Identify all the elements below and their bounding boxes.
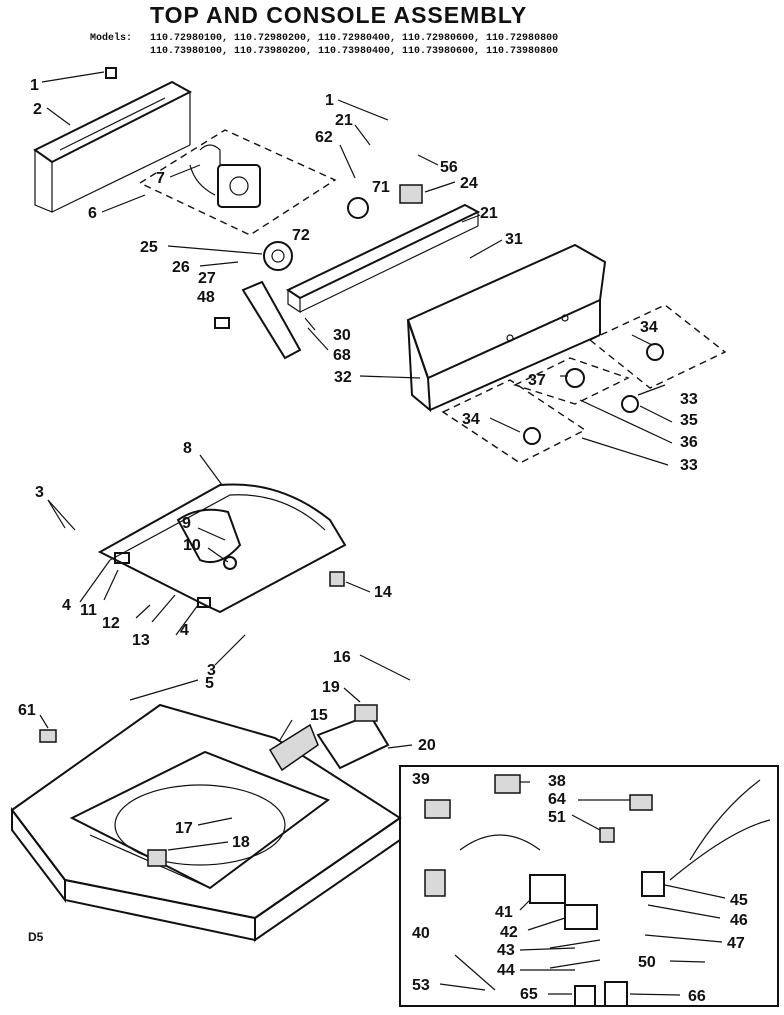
callout-12: 12 bbox=[102, 615, 120, 632]
part-15-bracket bbox=[268, 723, 319, 772]
callout-17: 17 bbox=[175, 820, 193, 837]
callout-62: 62 bbox=[315, 129, 333, 146]
part-36-group-outline bbox=[513, 357, 630, 405]
callout-42: 42 bbox=[500, 924, 518, 941]
callout-72: 72 bbox=[292, 227, 310, 244]
part-14-foot bbox=[329, 571, 345, 587]
callout-37: 37 bbox=[528, 372, 546, 389]
callout-33b: 33 bbox=[680, 457, 698, 474]
callout-24: 24 bbox=[460, 175, 478, 192]
callout-27: 27 bbox=[198, 270, 216, 287]
callout-4b: 4 bbox=[180, 622, 189, 639]
callout-21a: 21 bbox=[335, 112, 353, 129]
callout-35: 35 bbox=[680, 412, 698, 429]
callout-3a: 3 bbox=[35, 484, 44, 501]
part-37-knob bbox=[565, 368, 585, 388]
part-6-motor-group-outline bbox=[138, 129, 337, 236]
callout-48: 48 bbox=[197, 289, 215, 306]
callout-32: 32 bbox=[334, 369, 352, 386]
models-label: Models: bbox=[90, 33, 133, 44]
callout-46: 46 bbox=[730, 912, 748, 929]
callout-21b: 21 bbox=[480, 205, 498, 222]
part-1-screw bbox=[105, 67, 117, 79]
callout-13: 13 bbox=[132, 632, 150, 649]
models-line-1: 110.72980100, 110.72980200, 110.72980400… bbox=[150, 33, 559, 44]
part-7-timer-motor bbox=[189, 144, 261, 208]
callout-64: 64 bbox=[548, 791, 566, 808]
part-20-housing bbox=[316, 713, 390, 770]
part-18-bumper bbox=[147, 849, 167, 867]
part-25-timer-dial bbox=[263, 241, 293, 271]
callout-65: 65 bbox=[520, 986, 538, 1003]
callout-25: 25 bbox=[140, 239, 158, 256]
callout-5: 5 bbox=[205, 675, 214, 692]
part-71-knob bbox=[347, 197, 369, 219]
part-24-switch bbox=[399, 184, 423, 204]
callout-71: 71 bbox=[372, 179, 390, 196]
part-top-panel bbox=[10, 703, 402, 942]
callout-20: 20 bbox=[418, 737, 436, 754]
callout-41: 41 bbox=[495, 904, 513, 921]
callout-19: 19 bbox=[322, 679, 340, 696]
callout-36: 36 bbox=[680, 434, 698, 451]
wiring-parts-box bbox=[399, 765, 779, 1007]
callout-66: 66 bbox=[688, 988, 706, 1005]
callout-34b: 34 bbox=[462, 411, 480, 428]
part-27-bracket bbox=[241, 280, 302, 360]
part-knob-lower bbox=[523, 427, 541, 445]
callout-7: 7 bbox=[156, 170, 165, 187]
callout-45: 45 bbox=[730, 892, 748, 909]
callout-3b: 3 bbox=[207, 662, 216, 679]
callout-47: 47 bbox=[727, 935, 745, 952]
callout-1a: 1 bbox=[30, 77, 39, 94]
models-line-2: 110.73980100, 110.73980200, 110.73980400… bbox=[150, 46, 559, 57]
part-8-top-plate bbox=[97, 483, 347, 614]
part-32-console-panel bbox=[406, 243, 607, 413]
callout-39: 39 bbox=[412, 771, 430, 788]
part-33-group-right-outline bbox=[588, 304, 727, 389]
page-code: D5 bbox=[28, 930, 44, 944]
part-48-clip bbox=[214, 317, 230, 329]
callout-26: 26 bbox=[172, 259, 190, 276]
callout-68: 68 bbox=[333, 347, 351, 364]
callout-14: 14 bbox=[374, 584, 392, 601]
callout-6: 6 bbox=[88, 205, 97, 222]
part-knob-right bbox=[646, 343, 664, 361]
callout-1b: 1 bbox=[325, 92, 334, 109]
part-61-clip bbox=[39, 729, 57, 743]
callout-51: 51 bbox=[548, 809, 566, 826]
part-19-latch bbox=[354, 704, 378, 722]
callout-38: 38 bbox=[548, 773, 566, 790]
callout-33a: 33 bbox=[680, 391, 698, 408]
callout-43: 43 bbox=[497, 942, 515, 959]
callout-2: 2 bbox=[33, 101, 42, 118]
callout-9: 9 bbox=[182, 515, 191, 532]
callout-40: 40 bbox=[412, 925, 430, 942]
callout-18: 18 bbox=[232, 834, 250, 851]
callout-44: 44 bbox=[497, 962, 515, 979]
callout-53: 53 bbox=[412, 977, 430, 994]
callout-8: 8 bbox=[183, 440, 192, 457]
leader-lines bbox=[39, 71, 726, 996]
callout-56: 56 bbox=[440, 159, 458, 176]
callout-50: 50 bbox=[638, 954, 656, 971]
part-35-knob bbox=[621, 395, 639, 413]
callout-15: 15 bbox=[310, 707, 328, 724]
callout-labels: 1 2 6 7 1 21 62 56 24 71 21 31 72 25 26 … bbox=[18, 77, 748, 1005]
callout-11: 11 bbox=[80, 602, 97, 619]
callout-61: 61 bbox=[18, 702, 36, 719]
callout-16: 16 bbox=[333, 649, 351, 666]
callout-10: 10 bbox=[183, 537, 201, 554]
part-33-group-lower-outline bbox=[441, 379, 587, 464]
callout-4a: 4 bbox=[62, 597, 71, 614]
part-30-control-bracket bbox=[285, 203, 481, 314]
wiring-parts-contents bbox=[424, 774, 771, 1007]
callout-34a: 34 bbox=[640, 319, 658, 336]
callout-31: 31 bbox=[505, 231, 523, 248]
part-2-rear-panel bbox=[33, 80, 193, 213]
diagram-title: TOP AND CONSOLE ASSEMBLY bbox=[150, 2, 528, 28]
callout-30: 30 bbox=[333, 327, 351, 344]
